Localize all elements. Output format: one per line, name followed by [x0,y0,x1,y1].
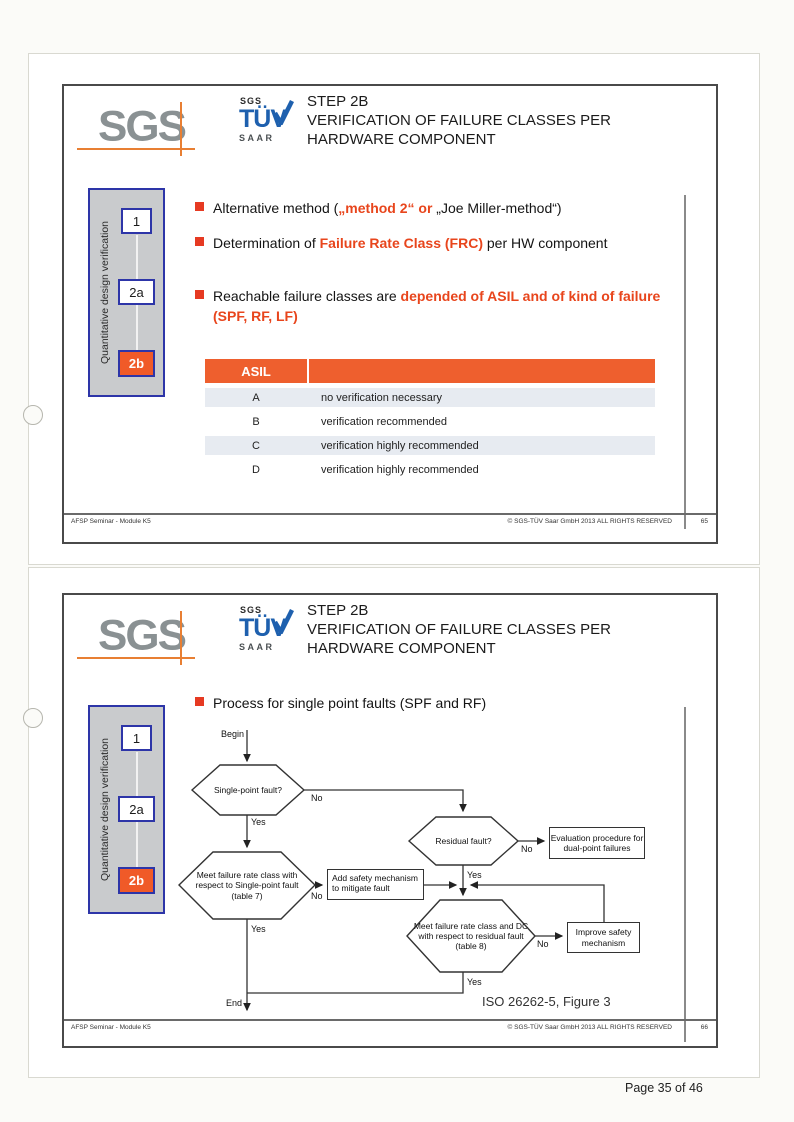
footer-copyright: © SGS-TÜV Saar GmbH 2013 ALL RIGHTS RESE… [507,518,672,525]
slide-65: SGS SGS TÜV SAAR STEP 2B VERIFICATION OF… [62,84,718,544]
table-header-asil: ASIL [205,359,307,383]
flow-hex-frc-table8-label: Meet failure rate class and DC with resp… [413,920,529,952]
flowchart-connectors [243,730,605,1012]
bullet-icon [195,202,204,211]
tuv-logo-main-text: TÜV [239,608,303,641]
slide-template-vertical-rule [684,195,686,529]
document-page-number: Page 35 of 46 [625,1081,703,1095]
punch-hole-top [23,405,43,425]
bullet-2-text: Determination of [213,235,320,251]
slide-66: SGS SGS TÜV SAAR STEP 2B VERIFICATION OF… [62,593,718,1048]
flow-begin-label: Begin [220,729,244,739]
slide-title: STEP 2B VERIFICATION OF FAILURE CLASSES … [307,601,611,658]
flow-box-add-safety-mechanism: Add safety mechanism to mitigate fault [327,869,424,900]
slide-template-vertical-rule [684,707,686,1042]
slide-page-number: 65 [700,518,708,525]
step-box-1: 1 [121,208,152,234]
tuv-logo-top-text: SGS [240,96,263,106]
flow-hex-frc-table7-label: Meet failure rate class with respect to … [195,870,299,901]
flow-box-improve-safety-mechanism: Improve safety mechanism [567,922,640,953]
bullet-1-text: Alternative method ( [213,200,339,216]
sgs-logo-horizontal-line [77,148,195,150]
flow-yes-label: Yes [467,870,482,880]
title-line-1: STEP 2B [307,602,369,619]
flow-hex-single-point-fault-label: Single-point fault? [213,784,283,795]
footer-divider [64,513,716,515]
process-step-sidebar: Quantitative design verification 1 2a 2b [88,188,165,397]
flow-no-label: No [537,939,549,949]
bullet-reachable-classes: Reachable failure classes are depended o… [213,286,693,326]
table-header-empty [309,359,655,383]
bullet-icon [195,697,204,706]
arrow-spf-no-to-residual [304,789,467,813]
step-box-1: 1 [121,725,152,751]
tuv-checkmark-icon [273,608,294,634]
table-row: B verification recommended [252,415,447,428]
flow-hex-residual-fault-label: Residual fault? [435,835,492,846]
table-row: D verification highly recommended [252,463,479,476]
flowchart-canvas [178,730,605,1012]
bullet-alternative-method: Alternative method („method 2“ or „Joe M… [213,198,693,218]
table-row: A no verification necessary [205,388,655,407]
flow-yes-label: Yes [251,924,266,934]
tuv-logo-top-text: SGS [240,605,263,615]
sgs-logo-horizontal-line [77,657,195,659]
bullet-1-text-end: „Joe Miller-method“) [432,200,562,216]
tuv-logo-bottom-text: SAAR [239,642,275,652]
step-box-2a: 2a [118,279,155,305]
punch-hole-bottom [23,708,43,728]
flow-end-label: End [225,998,242,1008]
flow-yes-label: Yes [251,817,266,827]
tuv-checkmark-icon [273,99,294,125]
table-header-row: ASIL [205,359,655,383]
line-t8-yes-to-main [247,972,464,994]
sgs-logo: SGS [98,102,187,151]
table-row: C verification highly recommended [205,436,655,455]
footer-seminar-label: AFSP Seminar - Module K5 [71,1024,151,1031]
tuv-logo-bottom-text: SAAR [239,133,275,143]
slide-title: STEP 2B VERIFICATION OF FAILURE CLASSES … [307,92,611,149]
bullet-icon [195,290,204,299]
flow-no-label: No [521,844,533,854]
flow-yes-label: Yes [467,977,482,987]
bullet-icon [195,237,204,246]
bullet-3-highlight: depended of ASIL and of kind of failure … [213,288,661,324]
bullet-determination-frc: Determination of Failure Rate Class (FRC… [213,233,693,253]
hexagon-frc-table7 [178,851,316,920]
flow-no-label: No [311,891,323,901]
tuv-saar-logo: SGS TÜV SAAR [239,605,303,652]
tuv-saar-logo: SGS TÜV SAAR [239,96,303,143]
sidebar-vertical-label: Quantitative design verification [99,221,111,364]
step-box-2a: 2a [118,796,155,822]
hexagon-residual-fault [407,816,520,866]
footer-seminar-label: AFSP Seminar - Module K5 [71,518,151,525]
step-box-2b-active: 2b [118,350,155,377]
iso-figure-caption: ISO 26262-5, Figure 3 [482,994,611,1009]
hexagon-frc-table8 [406,899,536,973]
hexagon-single-point-fault [190,764,306,816]
footer-copyright: © SGS-TÜV Saar GmbH 2013 ALL RIGHTS RESE… [507,1024,672,1031]
bullet-process-spf: Process for single point faults (SPF and… [213,695,487,711]
step-box-2b-active: 2b [118,867,155,894]
asil-verification-table: ASIL A no verification necessary B verif… [205,359,655,484]
bullet-3-text: Reachable failure classes are [213,288,401,304]
slide-page-number: 66 [700,1024,708,1031]
title-line-2: VERIFICATION OF FAILURE CLASSES PER [307,621,611,638]
bullet-2-text-end: per HW component [482,235,608,251]
flow-box-evaluation-procedure: Evaluation procedure for dual-point fail… [549,827,645,859]
flow-no-label: No [311,793,323,803]
process-step-sidebar: Quantitative design verification 1 2a 2b [88,705,165,914]
sgs-logo-vertical-line [180,102,182,156]
title-line-1: STEP 2B [307,93,369,110]
title-line-2: VERIFICATION OF FAILURE CLASSES PER [307,112,611,129]
title-line-3: HARDWARE COMPONENT [307,131,496,148]
bullet-1-highlight: „method 2“ or [338,200,433,216]
title-line-3: HARDWARE COMPONENT [307,640,496,657]
bullet-2-highlight: Failure Rate Class (FRC) [319,235,483,251]
sgs-logo: SGS [98,611,187,660]
sgs-logo-vertical-line [180,611,182,665]
tuv-logo-main-text: TÜV [239,99,303,132]
arrow-improve-loopback [469,881,605,922]
footer-divider [64,1019,716,1021]
